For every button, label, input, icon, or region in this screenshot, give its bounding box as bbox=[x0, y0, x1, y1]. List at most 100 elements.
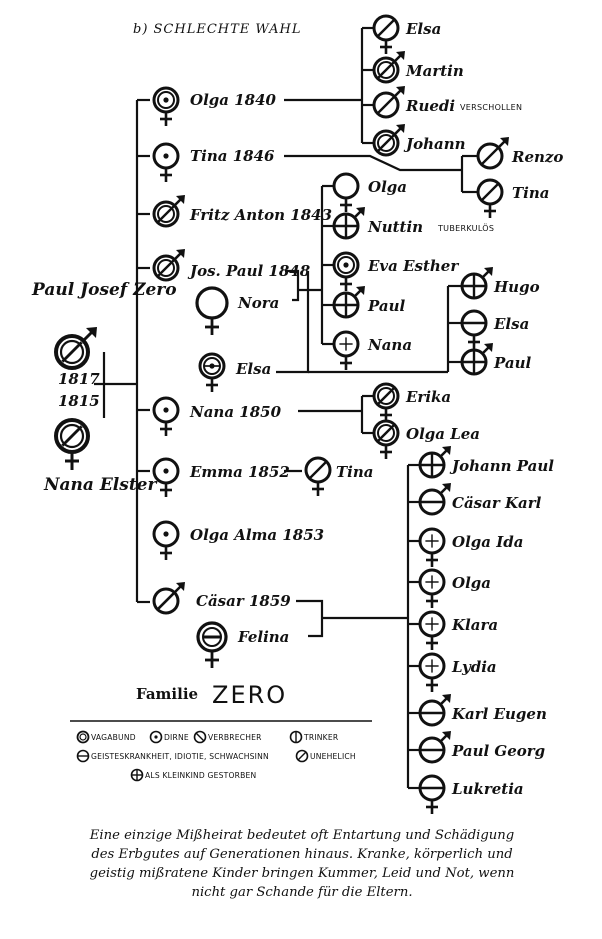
female-dirne-icon bbox=[152, 142, 180, 184]
mother-year: 1815 bbox=[58, 392, 100, 410]
female-dirne-icon bbox=[152, 457, 180, 499]
diagram-title: b) SCHLECHTE WAHL bbox=[133, 22, 302, 37]
male-geisteskrank-icon bbox=[418, 692, 453, 727]
child-nana-1850: Nana 1850 bbox=[152, 396, 282, 438]
svg-text:Erika: Erika bbox=[405, 388, 451, 406]
legend-verbrecher-icon bbox=[193, 730, 207, 744]
caesar-children: Johann Paul Cäsar Karl Olga Ida Olga Kla… bbox=[418, 444, 554, 816]
female-geisteskrank-icon bbox=[418, 774, 446, 816]
male-trinker-icon bbox=[332, 205, 367, 240]
caption-line: nicht gar Schande für die Eltern. bbox=[191, 885, 413, 900]
legend-dirne-icon bbox=[149, 730, 163, 744]
legend-vagabund-icon bbox=[76, 730, 90, 744]
child-tina-1846: Tina 1846 bbox=[152, 142, 275, 184]
female-icon bbox=[195, 286, 229, 335]
svg-text:Olga Ida: Olga Ida bbox=[452, 533, 523, 551]
parent-father: Paul Josef Zero 1817 bbox=[31, 280, 177, 388]
male-geisteskrank-icon bbox=[418, 481, 453, 516]
svg-text:Olga 1840: Olga 1840 bbox=[190, 91, 277, 109]
male-vagabund-verbrecher-icon bbox=[152, 193, 187, 228]
female-geisteskrank-icon bbox=[460, 309, 488, 351]
svg-text:ZERO: ZERO bbox=[212, 681, 287, 709]
female-dirne-icon bbox=[152, 520, 180, 562]
legend-kleinkind-gestorben-icon bbox=[130, 768, 144, 782]
connecting-lines bbox=[94, 26, 478, 790]
female-vagabund-dirne-icon bbox=[332, 251, 360, 293]
mother-name: Nana Elster bbox=[43, 475, 158, 495]
svg-text:Paul: Paul bbox=[493, 354, 532, 372]
svg-text:Elsa: Elsa bbox=[405, 20, 441, 38]
child-olga-alma-1853: Olga Alma 1853 bbox=[152, 520, 324, 562]
svg-text:Karl Eugen: Karl Eugen bbox=[451, 705, 547, 723]
jospaul-elsa-children: Hugo Elsa Paul bbox=[460, 265, 540, 376]
female-dirne-icon bbox=[152, 396, 180, 438]
female-kleinkind-gestorben-icon bbox=[418, 652, 446, 694]
svg-text:Familie: Familie bbox=[136, 685, 198, 703]
legend-trinker-icon bbox=[289, 730, 303, 744]
svg-text:Olga Alma 1853: Olga Alma 1853 bbox=[190, 526, 324, 544]
child-caesar-1859: Cäsar 1859 bbox=[152, 580, 291, 615]
female-geisteskrank-icon bbox=[196, 621, 228, 668]
svg-text:Nana: Nana bbox=[367, 336, 412, 354]
olga-children: Elsa Martin Ruedi VERSCHOLLEN Johann bbox=[372, 14, 522, 157]
female-vagabund-verbrecher-icon bbox=[372, 382, 400, 424]
parent-mother: 1815 Nana Elster bbox=[43, 392, 158, 495]
caption-line: des Erbgutes auf Generationen hinaus. Kr… bbox=[91, 847, 513, 862]
svg-text:Nora: Nora bbox=[237, 294, 279, 312]
svg-text:VAGABUND: VAGABUND bbox=[91, 733, 136, 742]
svg-text:Paul Georg: Paul Georg bbox=[451, 742, 545, 760]
svg-text:GEISTESKRANKHEIT, IDIOTIE, SCH: GEISTESKRANKHEIT, IDIOTIE, SCHWACHSINN bbox=[91, 752, 269, 761]
svg-text:Martin: Martin bbox=[405, 62, 464, 80]
svg-text:UNEHELICH: UNEHELICH bbox=[310, 752, 356, 761]
male-kleinkind-gestorben-icon bbox=[460, 265, 495, 300]
svg-text:Tina: Tina bbox=[336, 463, 374, 481]
svg-text:Cäsar Karl: Cäsar Karl bbox=[452, 494, 542, 512]
caption-line: geistig mißratene Kinder bringen Kummer,… bbox=[89, 866, 515, 881]
child-olga-1840: Olga 1840 bbox=[152, 86, 277, 128]
jospaul-nora-children: Olga Nuttin TUBERKULÖS Eva Esther Paul N… bbox=[332, 172, 494, 372]
father-name-line1: Paul Josef Zero bbox=[31, 280, 177, 300]
svg-text:Hugo: Hugo bbox=[493, 278, 540, 296]
caption-line: Eine einzige Mißheirat bedeutet oft Enta… bbox=[89, 828, 515, 843]
female-vagabund-verbrecher-icon bbox=[372, 419, 400, 461]
male-kleinkind-gestorben-icon bbox=[332, 284, 367, 319]
nana-children: Erika Olga Lea bbox=[372, 382, 480, 461]
svg-text:Tina 1846: Tina 1846 bbox=[190, 147, 275, 165]
legend: VAGABUND DIRNE VERBRECHER TRINKER GEISTE… bbox=[70, 720, 372, 782]
svg-text:Elsa: Elsa bbox=[493, 315, 529, 333]
caption: Eine einzige Mißheirat bedeutet oft Enta… bbox=[22, 826, 582, 902]
spouse-felina: Felina bbox=[196, 621, 289, 668]
male-vagabund-verbrecher-icon bbox=[372, 49, 407, 84]
female-kleinkind-gestorben-icon bbox=[418, 527, 446, 569]
svg-text:Klara: Klara bbox=[451, 616, 498, 634]
child-emma-1852: Emma 1852 bbox=[152, 457, 290, 499]
spouse-nora: Nora bbox=[195, 286, 279, 335]
svg-text:Renzo: Renzo bbox=[511, 148, 563, 166]
father-year: 1817 bbox=[58, 370, 100, 388]
female-kleinkind-gestorben-icon bbox=[418, 610, 446, 652]
female-icon bbox=[332, 172, 360, 214]
svg-text:VERBRECHER: VERBRECHER bbox=[208, 733, 262, 742]
svg-text:Elsa: Elsa bbox=[235, 360, 271, 378]
female-vagabund-icon bbox=[152, 86, 180, 128]
legend-unehelich-icon bbox=[295, 749, 309, 763]
svg-text:Ruedi: Ruedi bbox=[405, 97, 455, 115]
male-kleinkind-gestorben-icon bbox=[418, 444, 453, 479]
male-vagabund-verbrecher-icon bbox=[152, 247, 187, 282]
svg-text:DIRNE: DIRNE bbox=[164, 733, 189, 742]
svg-text:Emma 1852: Emma 1852 bbox=[189, 463, 290, 481]
child-jos-paul-1848: Jos. Paul 1848 bbox=[152, 247, 311, 282]
svg-text:Johann Paul: Johann Paul bbox=[449, 457, 554, 475]
male-verbrecher-icon bbox=[372, 84, 407, 119]
male-kleinkind-gestorben-icon bbox=[460, 341, 495, 376]
svg-text:TRINKER: TRINKER bbox=[303, 733, 339, 742]
svg-text:Cäsar 1859: Cäsar 1859 bbox=[196, 592, 291, 610]
father-symbol-icon bbox=[54, 325, 99, 370]
female-verbrecher-icon bbox=[372, 14, 400, 56]
female-verbrecher-icon bbox=[476, 178, 504, 220]
svg-text:Eva Esther: Eva Esther bbox=[367, 257, 459, 275]
mother-symbol-icon bbox=[54, 418, 90, 472]
legend-geisteskrankheit-icon bbox=[76, 749, 90, 763]
svg-text:Nana 1850: Nana 1850 bbox=[189, 403, 282, 421]
